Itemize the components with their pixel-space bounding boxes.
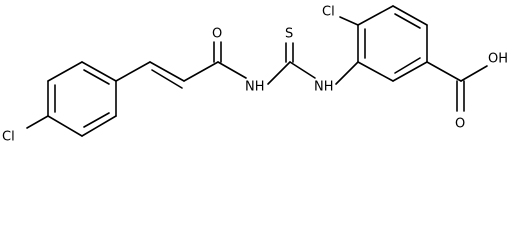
bond [460, 65, 488, 82]
bond [289, 61, 316, 79]
cl-top-label: Cl [322, 5, 335, 20]
bond [81, 61, 117, 82]
bond [83, 112, 110, 128]
cl-left-label: Cl [2, 130, 15, 145]
bond [47, 115, 83, 137]
bond [26, 115, 49, 129]
bond [426, 61, 462, 82]
bond [47, 61, 83, 82]
bond [83, 69, 110, 85]
carbonyl-oxygen-label: O [212, 27, 222, 42]
bond [151, 69, 183, 89]
bond [149, 61, 185, 82]
acid-oxygen-label: O [455, 117, 465, 132]
bond [357, 61, 394, 82]
bond [81, 115, 117, 137]
bond [217, 61, 247, 79]
bond [339, 16, 359, 26]
bond [394, 57, 421, 74]
bond [357, 5, 394, 26]
bonds [26, 5, 488, 137]
molecule-diagram: Cl O S NH NH Cl O OH [2, 5, 508, 145]
bond [392, 5, 428, 26]
bond [267, 61, 291, 85]
bond [394, 13, 421, 29]
atom-labels: Cl O S NH NH Cl O OH [2, 5, 508, 145]
amide-nh-label: NH [245, 80, 265, 95]
bond [335, 61, 359, 85]
bond [183, 61, 219, 82]
bond [115, 61, 151, 82]
thio-sulfur-label: S [285, 27, 293, 42]
thio-nh-label: NH [314, 80, 334, 95]
acid-hydroxyl-label: OH [488, 52, 508, 67]
bond [392, 61, 428, 82]
